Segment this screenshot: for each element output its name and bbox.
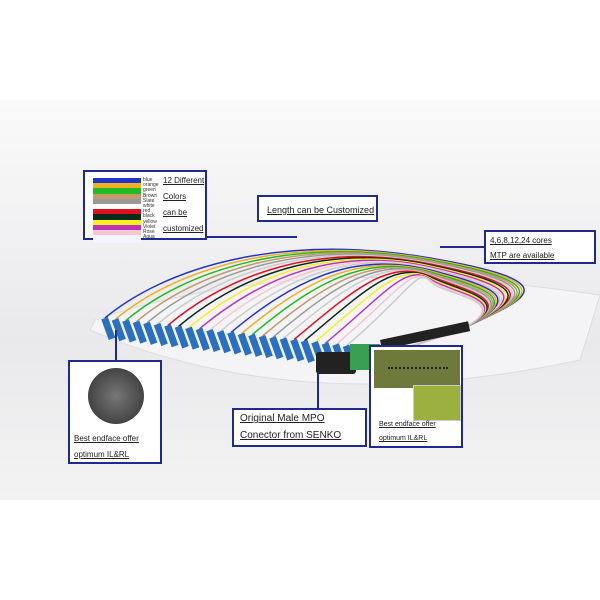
color-swatch [93,188,141,197]
color-label: black [143,213,155,220]
color-label: Violet [143,223,156,230]
color-label: yellow [143,218,157,225]
lc-connector [174,325,189,349]
right-endface-box: Best endface offer optimum IL&RL [369,345,463,448]
lc-connector [258,334,273,359]
colors-heading-line: 12 Different [163,176,205,185]
lc-connector [237,332,252,356]
left-endface-line-1: Best endface offer [74,434,139,443]
leader-line [207,236,297,238]
lc-connector [153,322,168,347]
color-label: Brown [143,192,158,199]
color-swatch [93,219,141,228]
lc-connector [206,328,221,353]
color-label: white [143,203,155,209]
lc-connector [248,333,263,357]
leader-line [115,330,117,362]
mpo-box: Original Male MPO Conector from SENKO [232,408,367,447]
length-box: Length can be Customized [257,195,378,222]
lc-connector [269,336,284,360]
color-label: Slate [143,197,155,204]
left-endface-box: Best endface offer optimum IL&RL [68,360,162,464]
lc-connector [227,331,242,355]
color-label: blue [143,177,153,183]
colors-heading-line: customized [163,224,204,233]
left-endface-line-2: optimum IL&RL [74,450,130,459]
color-swatch [93,224,141,233]
colors-heading-line: can be [163,208,188,217]
color-swatch [93,204,141,212]
color-swatch [93,214,141,223]
color-label: Rose [143,229,155,235]
lc-connector [195,327,210,351]
endface-image [88,368,144,424]
lc-connector [143,321,158,345]
mtp-line-2: MTP are available [490,251,555,260]
mpo-line-2: Conector from SENKO [240,430,342,441]
color-swatch [93,178,141,186]
color-label: green [143,187,156,194]
color-swatch [93,198,141,207]
lc-connector [132,320,147,344]
right-endface-line-1: Best endface offer [379,421,436,428]
lc-connector [216,330,231,354]
mpo-line-1: Original Male MPO [240,413,325,424]
mtp-line-1: 4,6,8,12,24 cores [490,236,552,245]
lc-connector [279,337,294,361]
color-swatch [93,209,141,218]
fiber [346,276,483,351]
leader-line [440,246,484,248]
color-swatch [93,193,141,202]
length-label: Length can be Customized [267,205,375,215]
lc-connector [290,338,305,362]
lc-connector [111,318,126,342]
right-endface-line-2: optimum IL&RL [379,435,428,442]
color-swatch [93,235,141,244]
lc-connector [101,316,116,341]
color-label: orange [143,182,159,189]
leader-line [317,372,319,408]
color-swatch [93,230,141,238]
lc-connector [122,319,137,343]
colors-heading-line: Colors [163,192,187,201]
color-swatch [93,183,141,192]
color-label: red [143,208,151,215]
lc-connector [300,339,315,363]
endface-zoom-image [374,350,460,388]
color-label: Aqua [143,234,155,241]
lc-connector [185,326,200,350]
endface-detail-image [413,385,461,421]
lc-connector [164,324,179,348]
mtp-box: 4,6,8,12,24 cores MTP are available [484,230,596,264]
